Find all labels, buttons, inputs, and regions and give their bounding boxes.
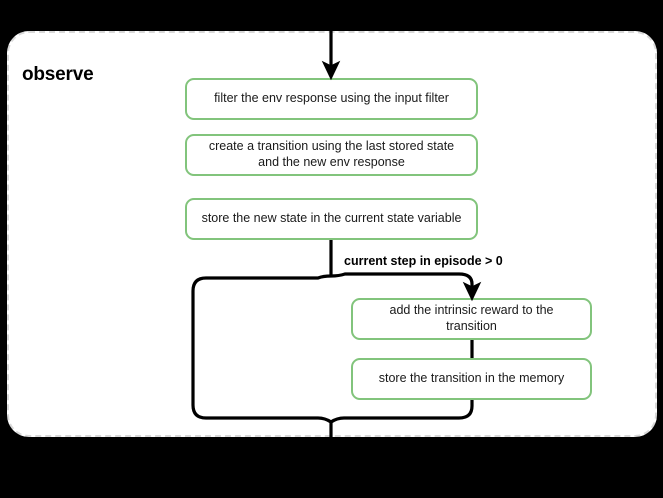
edge-label-current-step: current step in episode > 0 — [344, 254, 503, 268]
node-add-intrinsic-reward[interactable]: add the intrinsic reward to the transiti… — [351, 298, 592, 340]
group-title: observe — [22, 64, 94, 85]
node-store-transition-memory[interactable]: store the transition in the memory — [351, 358, 592, 400]
node-store-new-state[interactable]: store the new state in the current state… — [185, 198, 478, 240]
node-create-transition[interactable]: create a transition using the last store… — [185, 134, 478, 176]
node-filter-env-response[interactable]: filter the env response using the input … — [185, 78, 478, 120]
